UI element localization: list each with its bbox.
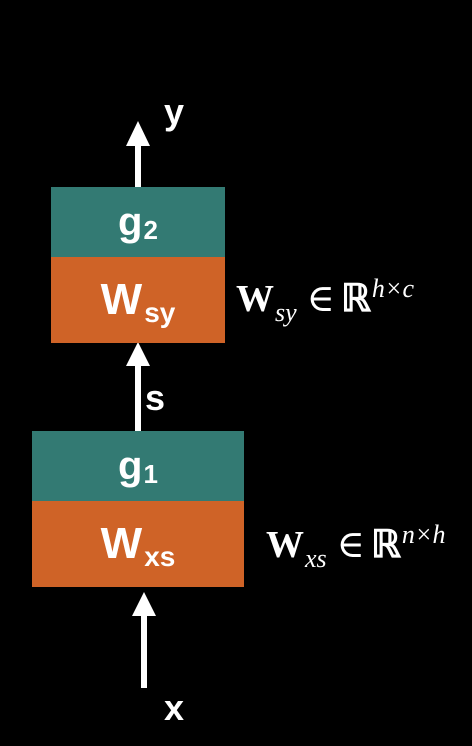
bottom-eq-sup: n×h — [401, 520, 446, 549]
output-arrow — [126, 121, 150, 188]
top-weight-sub: sy — [144, 297, 176, 328]
top-activation-block: g2 — [51, 187, 225, 257]
top-activation-label: g2 — [118, 200, 158, 245]
bottom-weight-equation: Wxs ∈ℝn×h — [266, 522, 445, 572]
bottom-activation-sub: 1 — [143, 459, 158, 489]
top-eq-set: ℝ — [340, 278, 371, 320]
top-eq-in: ∈ — [306, 278, 335, 320]
top-eq-sub: sy — [275, 298, 297, 327]
output-label-y: y — [164, 91, 185, 132]
input-label-x: x — [164, 687, 185, 728]
top-eq-base: W — [236, 278, 274, 320]
bottom-eq-base: W — [266, 524, 304, 566]
bottom-weight-block: Wxs — [32, 501, 244, 587]
top-weight-base: W — [100, 275, 143, 324]
top-weight-block: Wsy — [51, 257, 225, 343]
bottom-eq-set: ℝ — [370, 524, 401, 566]
hidden-arrow — [126, 342, 150, 432]
top-activation-base: g — [118, 200, 143, 244]
bottom-activation-label: g1 — [118, 444, 158, 489]
top-activation-sub: 2 — [143, 215, 158, 245]
top-weight-label: Wsy — [100, 275, 176, 327]
top-eq-sup: h×c — [371, 274, 415, 303]
bottom-eq-sub: xs — [305, 544, 327, 573]
bottom-eq-in: ∈ — [336, 524, 365, 566]
bottom-activation-base: g — [118, 444, 143, 488]
hidden-label-s: s — [145, 377, 166, 418]
bottom-weight-sub: xs — [144, 541, 176, 572]
bottom-activation-block: g1 — [32, 431, 244, 501]
bottom-weight-label: Wxs — [100, 519, 176, 571]
bottom-weight-base: W — [100, 519, 143, 568]
top-weight-equation: Wsy ∈ℝh×c — [236, 276, 414, 326]
input-arrow — [132, 592, 156, 688]
